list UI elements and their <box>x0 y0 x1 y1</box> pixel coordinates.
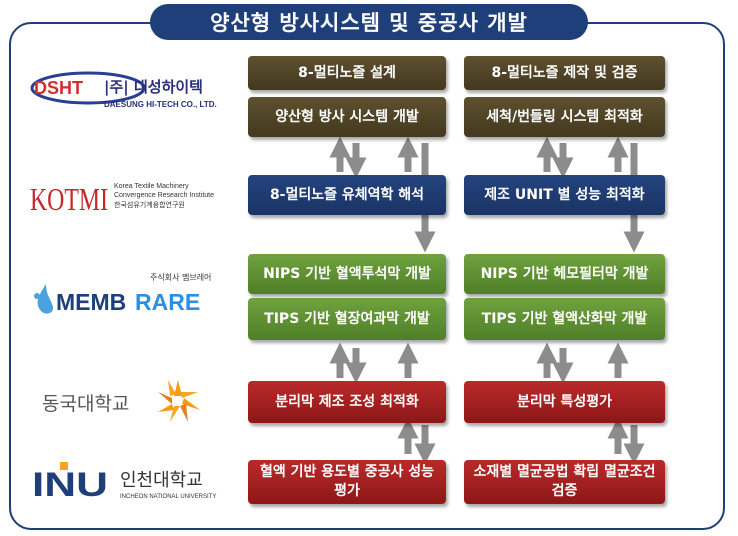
membrare-ko: 주식회사 멤브레어 <box>150 272 211 282</box>
box-nips-hemofilter: NIPS 기반 헤모필터막 개발 <box>464 254 665 294</box>
inu-ko: 인천대학교 <box>120 470 203 491</box>
box-membrane-characterization: 분리막 특성평가 <box>464 381 665 423</box>
box-sterilization: 소재별 멸균공법 확립 멸균조건 검증 <box>464 460 665 504</box>
droplet-icon <box>37 284 54 314</box>
box-blood-performance: 혈액 기반 용도별 중공사 성능 평가 <box>248 460 446 504</box>
dsht-mark: DSHT <box>34 78 83 98</box>
inu-logo: INU 인천대학교 INCHEON NATIONAL UNIVERSITY <box>32 462 216 504</box>
box-bundling-opt: 세척/번들링 시스템 최적화 <box>464 97 665 137</box>
box-composition-opt: 분리막 제조 조성 최적화 <box>248 381 446 423</box>
membrare-mark-b: RARE <box>135 289 200 315</box>
sunburst-icon <box>158 380 200 422</box>
kotmi-logo: KOTMI Korea Textile Machinery Convergenc… <box>30 181 214 217</box>
kotmi-en2: Convergence Research Institute <box>114 192 214 199</box>
kotmi-en1: Korea Textile Machinery <box>114 183 189 190</box>
diagram-title: 양산형 방사시스템 및 중공사 개발 <box>150 4 588 40</box>
box-nips-dialysis: NIPS 기반 혈액투석막 개발 <box>248 254 446 294</box>
dongguk-logo: 동국대학교 <box>42 380 200 422</box>
inu-accent <box>60 462 68 470</box>
dsht-sub: DAESUNG HI-TECH CO., LTD. <box>104 100 217 109</box>
bubble-icon <box>34 293 40 299</box>
box-nozzle-fabrication: 8-멀티노즐 제작 및 검증 <box>464 56 665 90</box>
dsht-name: |주| 대성하이텍 <box>104 78 203 97</box>
box-tips-plasma: TIPS 기반 혈장여과막 개발 <box>248 298 446 340</box>
membrare-mark-a: MEMB <box>56 289 126 315</box>
box-spinning-system-dev: 양산형 방사 시스템 개발 <box>248 97 446 137</box>
dongguk-name: 동국대학교 <box>42 393 129 415</box>
inu-en: INCHEON NATIONAL UNIVERSITY <box>120 494 216 500</box>
inu-mark: INU <box>32 466 108 504</box>
box-unit-performance: 제조 UNIT 별 성능 최적화 <box>464 175 665 215</box>
box-multinozzle-design: 8-멀티노즐 설계 <box>248 56 446 90</box>
kotmi-ko: 한국섬유기계융합연구원 <box>114 200 185 209</box>
membrare-logo: 주식회사 멤브레어 MEMB RARE <box>34 272 211 315</box>
dsht-logo: DSHT |주| 대성하이텍 DAESUNG HI-TECH CO., LTD. <box>30 71 217 109</box>
box-fluid-dynamics: 8-멀티노즐 유체역학 해석 <box>248 175 446 215</box>
kotmi-mark: KOTMI <box>30 181 108 217</box>
box-tips-oxygenator: TIPS 기반 혈액산화막 개발 <box>464 298 665 340</box>
